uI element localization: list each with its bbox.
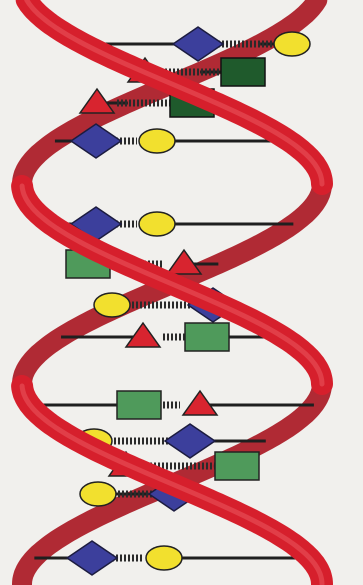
square-base-dark xyxy=(221,58,265,86)
square-base xyxy=(117,391,161,419)
base-pair-row-12 xyxy=(34,541,309,575)
circle-base xyxy=(139,212,175,236)
square-base xyxy=(185,323,229,351)
strand-1-highlight xyxy=(22,186,322,384)
base-pair-row-8 xyxy=(30,391,314,419)
circle-base xyxy=(146,546,182,570)
circle-base xyxy=(274,32,310,56)
circle-base xyxy=(139,129,175,153)
triangle-base xyxy=(183,391,217,415)
square-base xyxy=(215,452,259,480)
diamond-base xyxy=(67,541,117,575)
circle-base xyxy=(80,482,116,506)
circle-base xyxy=(94,293,130,317)
triangle-base xyxy=(126,323,160,347)
triangle-base xyxy=(167,250,201,274)
diamond-base xyxy=(165,424,215,458)
